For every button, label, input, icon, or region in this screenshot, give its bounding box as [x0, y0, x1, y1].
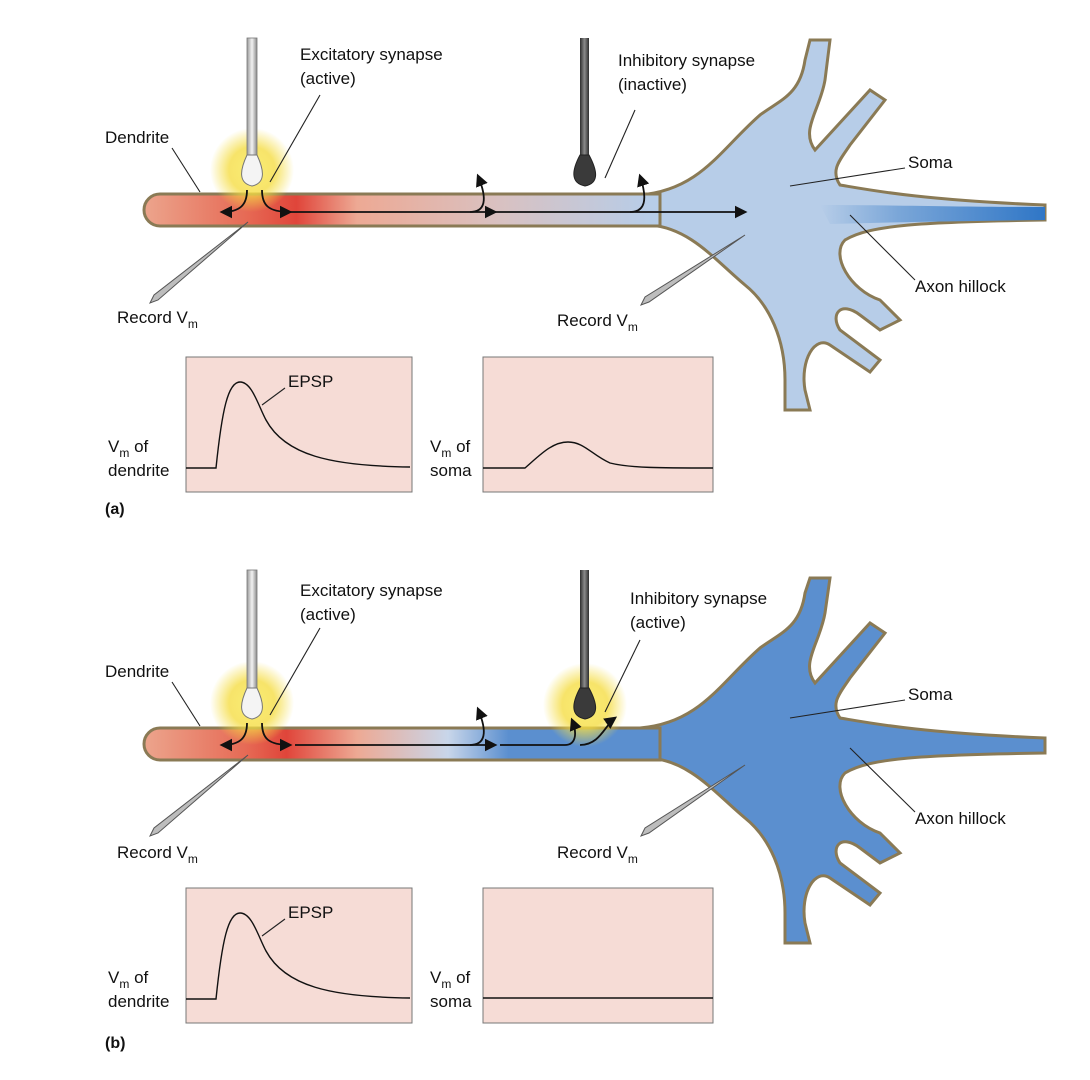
vm-soma-label-b: Vm of	[430, 968, 471, 991]
axon-hillock-label-b: Axon hillock	[915, 809, 1006, 828]
vm-dendrite-line2-a: dendrite	[108, 461, 169, 480]
inhibitory-pipette-a	[573, 38, 597, 187]
vm-soma-line2-b: soma	[430, 992, 472, 1011]
record-electrode-left-a	[148, 221, 249, 304]
leader-axon-hillock-b	[849, 747, 916, 813]
graph-dendrite-b	[185, 887, 413, 1024]
inhibitory-label-b: Inhibitory synapse	[630, 589, 767, 608]
leader-epsp-b	[261, 918, 286, 937]
vm-dendrite-line2-b: dendrite	[108, 992, 169, 1011]
record-right-label-b: Record Vm	[557, 843, 638, 866]
leader-inhibitory-b	[604, 639, 641, 713]
inhibitory-label-a: Inhibitory synapse	[618, 51, 755, 70]
soma-label-b: Soma	[908, 685, 953, 704]
vm-dendrite-label-a: Vm of	[108, 437, 149, 460]
dendrite-a	[142, 192, 662, 228]
axon-hillock-label-a: Axon hillock	[915, 277, 1006, 296]
leader-soma-a	[789, 167, 906, 187]
record-right-label-a: Record Vm	[557, 311, 638, 334]
graph-soma-a	[482, 356, 714, 493]
excitatory-label-a: Excitatory synapse	[300, 45, 443, 64]
leader-soma-b	[789, 699, 906, 719]
panel-a: Excitatory synapse (active) Inhibitory s…	[105, 37, 1047, 518]
panel-label-b: (b)	[105, 1035, 125, 1052]
excitatory-sub-label-a: (active)	[300, 69, 356, 88]
excitatory-sub-label-b: (active)	[300, 605, 356, 624]
record-electrode-right-a	[639, 234, 746, 306]
graph-dendrite-a	[185, 356, 413, 493]
leader-axon-hillock-a	[849, 214, 916, 281]
record-electrode-right-b	[639, 764, 746, 837]
leader-dendrite-b	[171, 681, 201, 727]
current-arrows-b	[219, 706, 618, 752]
record-left-label-b: Record Vm	[117, 843, 198, 866]
excitatory-pipette-a	[241, 37, 263, 187]
inhibitory-pipette-b	[573, 570, 597, 720]
excitatory-label-b: Excitatory synapse	[300, 581, 443, 600]
trace-dendrite-a	[186, 381, 411, 469]
dendrite-label-b: Dendrite	[105, 662, 169, 681]
leader-dendrite-a	[171, 147, 201, 193]
leader-excitatory-b	[269, 627, 321, 716]
epsp-label-b: EPSP	[288, 903, 333, 922]
leader-inhibitory-a	[604, 109, 636, 179]
neuron-soma-b	[637, 576, 1047, 945]
graph-soma-b	[482, 887, 714, 1024]
epsp-label-a: EPSP	[288, 372, 333, 391]
soma-label-a: Soma	[908, 153, 953, 172]
record-left-label-a: Record Vm	[117, 308, 198, 331]
record-electrode-left-b	[148, 754, 249, 837]
trace-soma-a	[483, 441, 714, 469]
vm-soma-line2-a: soma	[430, 461, 472, 480]
dendrite-label-a: Dendrite	[105, 128, 169, 147]
leader-epsp-a	[261, 387, 286, 406]
excitatory-pipette-b	[241, 569, 263, 720]
vm-soma-label-a: Vm of	[430, 437, 471, 460]
panel-label-a: (a)	[105, 501, 125, 518]
inhibitory-sub-label-b: (active)	[630, 613, 686, 632]
vm-dendrite-label-b: Vm of	[108, 968, 149, 991]
current-arrows-a	[219, 173, 748, 219]
neuron-soma-a	[637, 38, 1047, 412]
panel-b: Excitatory synapse (active) Inhibitory s…	[105, 569, 1047, 1052]
leader-excitatory-a	[269, 94, 321, 183]
trace-dendrite-b	[186, 912, 411, 1000]
inhibitory-sub-label-a: (inactive)	[618, 75, 687, 94]
